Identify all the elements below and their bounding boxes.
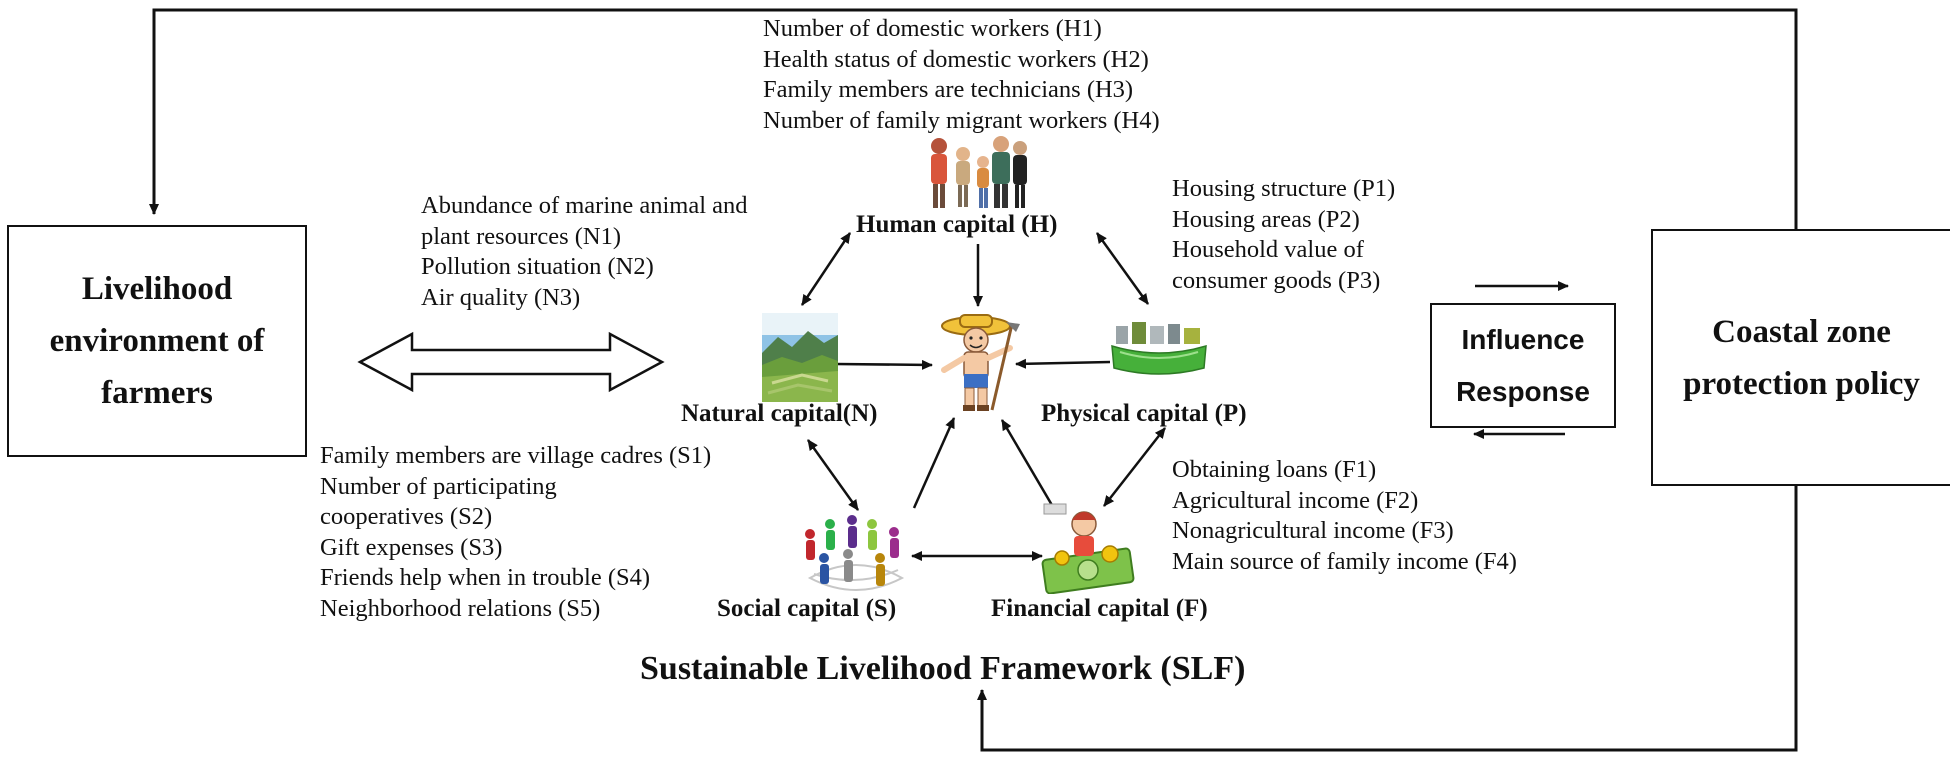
coastal-policy-title: Coastal zone protection policy: [1683, 313, 1920, 402]
indicator-p3b: consumer goods (P3): [1172, 266, 1381, 294]
livelihood-environment-box: Livelihood environment of farmers: [7, 225, 307, 457]
framework-title: Sustainable Livelihood Framework (SLF): [640, 650, 1246, 687]
household-goods-icon: [1111, 322, 1207, 375]
indicator-f4: Main source of family income (F4): [1172, 547, 1517, 575]
indicator-p1: Housing structure (P1): [1172, 175, 1396, 202]
human-indicators: Number of domestic workers (H1) Health s…: [763, 14, 1160, 136]
natural-to-farmer-arrow: [835, 359, 933, 370]
social-to-farmer-arrow: [912, 417, 956, 509]
indicator-h3: Family members are technicians (H3): [763, 76, 1134, 103]
physical-indicators: Housing structure (P1) Housing areas (P2…: [1172, 174, 1395, 296]
indicator-p3a: Household value of: [1172, 236, 1364, 263]
double-hollow-arrow: [357, 331, 665, 393]
human-physical-link: [1095, 232, 1150, 305]
indicator-h4: Number of family migrant workers (H4): [763, 106, 1160, 134]
influence-label: Influence: [1461, 323, 1585, 355]
human-natural-link: [800, 232, 852, 306]
livelihood-environment-title: Livelihood environment of farmers: [49, 271, 265, 411]
indicator-n1b: plant resources (N1): [421, 222, 622, 250]
indicator-n3: Air quality (N3): [421, 283, 581, 311]
coastal-policy-box: Coastal zone protection policy: [1651, 229, 1950, 486]
social-capital-label: Social capital (S): [717, 595, 897, 622]
indicator-n1a: Abundance of marine animal and: [421, 192, 748, 219]
indicator-s2b: cooperatives (S2): [320, 503, 493, 530]
physical-to-farmer-arrow: [1015, 358, 1111, 369]
indicator-h2: Health status of domestic workers (H2): [763, 45, 1149, 73]
indicator-s3: Gift expenses (S3): [320, 533, 503, 561]
farmer-icon: [941, 314, 1020, 411]
indicator-p2: Housing areas (P2): [1172, 205, 1360, 233]
indicator-f3: Nonagricultural income (F3): [1172, 517, 1454, 544]
physical-capital-label: Physical capital (P): [1041, 400, 1247, 427]
response-label: Response: [1456, 375, 1590, 407]
physical-financial-link: [1103, 427, 1166, 507]
indicator-h1: Number of domestic workers (H1): [763, 15, 1102, 42]
influence-response-box: Influence Response: [1430, 303, 1616, 428]
natural-indicators: Abundance of marine animal and plant res…: [421, 191, 748, 313]
natural-capital-label: Natural capital(N): [681, 400, 878, 427]
indicator-s5: Neighborhood relations (S5): [320, 594, 601, 622]
indicator-s2a: Number of participating: [320, 472, 557, 500]
people-group-icon: [931, 136, 1027, 208]
financial-indicators: Obtaining loans (F1) Agricultural income…: [1172, 455, 1517, 577]
indicator-f2: Agricultural income (F2): [1172, 486, 1419, 514]
network-people-icon: [805, 515, 905, 591]
indicator-f1: Obtaining loans (F1): [1172, 456, 1377, 483]
bottom-feedback-line: [977, 486, 1798, 752]
landscape-icon: [762, 313, 838, 402]
financial-to-farmer-arrow: [1000, 419, 1058, 513]
natural-social-link: [806, 439, 860, 511]
indicator-s4: Friends help when in trouble (S4): [320, 564, 651, 591]
indicator-n2: Pollution situation (N2): [421, 253, 654, 280]
indicator-s1: Family members are village cadres (S1): [320, 442, 712, 469]
top-feedback-line: [149, 8, 1798, 229]
financial-capital-label: Financial capital (F): [991, 595, 1208, 622]
human-capital-label: Human capital (H): [856, 211, 1058, 238]
social-indicators: Family members are village cadres (S1) N…: [320, 441, 711, 624]
money-icon: [1041, 503, 1135, 594]
